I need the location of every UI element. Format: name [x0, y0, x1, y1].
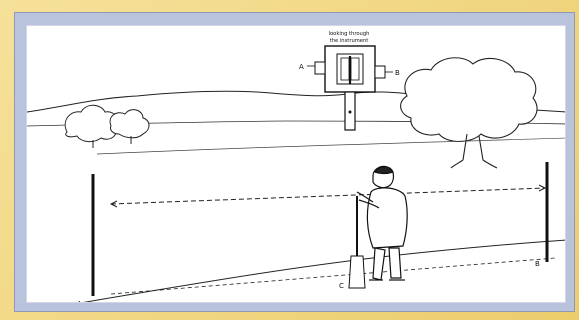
left-sight [315, 62, 325, 74]
right-sight [375, 66, 385, 78]
label-A-pole: A [77, 300, 82, 303]
pole-C: C [339, 196, 365, 290]
illustration-paper: looking through the instrument A B [26, 25, 566, 303]
label-C-pole: C [339, 282, 344, 290]
label-B-pole: B [535, 260, 540, 268]
blue-mat: looking through the instrument A B [14, 12, 575, 312]
left-bushes [65, 105, 149, 148]
label-A-window: A [299, 63, 304, 71]
pole-B: B [535, 162, 547, 268]
instrument-caption-line2: the instrument [330, 38, 369, 44]
tree [401, 58, 537, 168]
ground-front-line [27, 240, 566, 303]
pole-A: A [77, 174, 93, 303]
sighting-illustration: looking through the instrument A B [27, 26, 566, 303]
ground-back-line [97, 138, 566, 154]
person-surveyor [357, 166, 407, 280]
surveying-instrument: looking through the instrument A B [299, 31, 400, 130]
label-B-window: B [395, 69, 400, 77]
instrument-caption-line1: looking through [329, 31, 370, 37]
sight-line [111, 188, 545, 204]
